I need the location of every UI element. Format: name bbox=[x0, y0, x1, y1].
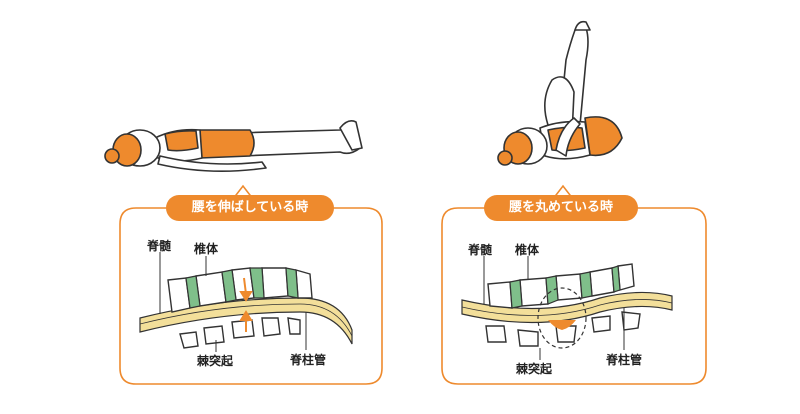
left-label-spinous-process: 棘突起 bbox=[197, 354, 234, 368]
left-label-spinal-cord: 脊髄 bbox=[147, 239, 172, 253]
right-label-vertebral-body: 椎体 bbox=[515, 243, 540, 257]
left-panel-title: 腰を伸ばしている時 bbox=[166, 195, 334, 221]
right-panel bbox=[441, 184, 707, 385]
right-label-spinal-canal: 脊柱管 bbox=[606, 353, 643, 367]
left-spinal-cord bbox=[139, 297, 353, 345]
left-label-vertebral-body: 椎体 bbox=[194, 242, 219, 256]
right-label-spinal-cord: 脊髄 bbox=[468, 243, 493, 257]
person-lying-flat bbox=[104, 120, 363, 172]
right-label-spinous-process: 棘突起 bbox=[516, 362, 553, 376]
right-panel-title: 腰を丸めている時 bbox=[484, 195, 638, 221]
left-label-spinal-canal: 脊柱管 bbox=[290, 353, 327, 367]
person-knees-to-chest bbox=[497, 20, 623, 166]
left-panel bbox=[119, 184, 383, 385]
